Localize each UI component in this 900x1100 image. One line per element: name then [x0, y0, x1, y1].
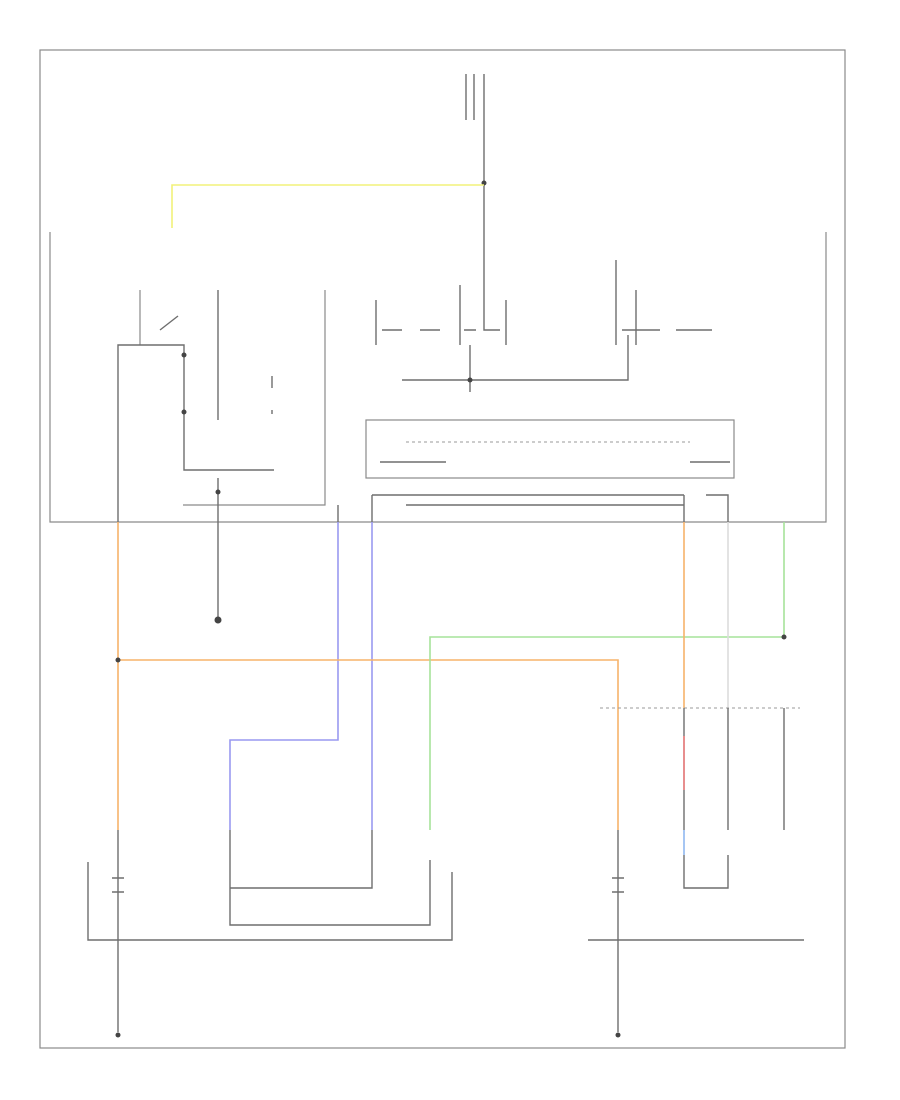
center-switch-group — [375, 285, 507, 345]
ground-right — [615, 1032, 621, 1038]
module-lower-bus — [337, 494, 729, 522]
blue-wire-1 — [229, 522, 339, 830]
orange-wire-cross — [118, 659, 619, 830]
center-common-bus — [402, 335, 629, 392]
left-switch-node-2 — [181, 409, 187, 415]
left-switch-contact — [159, 315, 179, 331]
upper-module-outline — [49, 232, 827, 523]
left-switch-node-1 — [181, 352, 187, 358]
lower-right-motor-group — [588, 830, 804, 1032]
ground-left — [115, 1032, 121, 1038]
ground-node-2 — [214, 616, 222, 624]
diagram-frame — [39, 49, 846, 1049]
lower-left-motor-group — [87, 830, 453, 1032]
ground-node-1 — [215, 489, 221, 495]
orange-splice — [115, 657, 121, 663]
top-connector-bracket — [465, 74, 475, 120]
yellow-wire — [171, 184, 484, 228]
left-switch-box — [139, 290, 326, 506]
lower-right-motor-symbol — [612, 877, 624, 893]
green-wire — [429, 522, 785, 830]
right-junction-wires — [683, 708, 785, 830]
left-switch-wire — [117, 344, 274, 522]
right-switch-group — [615, 260, 712, 345]
lower-left-motor-symbol — [112, 877, 124, 893]
center-node — [467, 377, 473, 383]
green-splice — [781, 634, 787, 640]
mode-switch-box — [365, 419, 735, 479]
